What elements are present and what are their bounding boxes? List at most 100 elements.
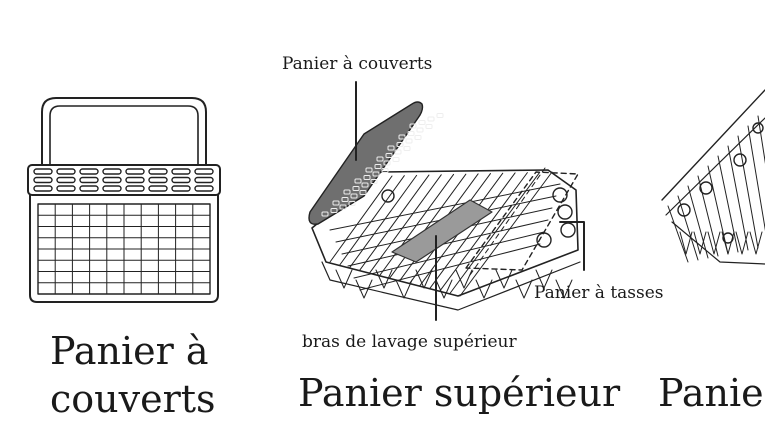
- callout-upper-spray-arm: bras de lavage supérieur: [302, 332, 517, 352]
- rim-slot: [33, 176, 53, 184]
- lower-wire: [697, 175, 719, 257]
- rim-slot: [148, 176, 168, 184]
- basket-tine: [355, 279, 373, 299]
- rim-slot: [102, 185, 122, 192]
- shelf-hole: [332, 200, 340, 206]
- lower-tine: [707, 231, 721, 255]
- rim-slot: [56, 176, 76, 184]
- basket-tine: [335, 269, 353, 289]
- shelf-hole: [361, 182, 369, 188]
- cutlery-shelf-holes: [321, 113, 444, 217]
- shelf-hole: [418, 120, 426, 125]
- rim-slot: [194, 176, 214, 184]
- basket-tine: [435, 279, 453, 299]
- callout-cutlery-basket: Panier à couverts: [282, 54, 433, 74]
- caption-cutlery-line2: couverts: [50, 377, 216, 421]
- basket-tine: [455, 269, 473, 289]
- rim-slot: [79, 185, 99, 192]
- shelf-hole: [372, 171, 380, 177]
- rim-slot: [56, 185, 76, 192]
- rim-slot: [171, 185, 191, 192]
- rim-slot: [33, 185, 53, 192]
- basket-wire: [329, 175, 393, 263]
- shelf-hole: [321, 211, 329, 217]
- callout-cup-rack: Panier à tasses: [534, 283, 664, 303]
- lower-tine: [735, 231, 749, 255]
- shelf-hole: [414, 135, 422, 140]
- lower-wire: [757, 115, 765, 165]
- rim-slot: [171, 176, 191, 184]
- cutlery-slots: [33, 168, 214, 192]
- basket-tine: [515, 279, 533, 299]
- basket-wire: [459, 171, 553, 297]
- basket-tine: [475, 279, 493, 299]
- rim-slot: [148, 185, 168, 192]
- shelf-hole: [348, 201, 356, 206]
- basket-wire: [347, 219, 549, 267]
- basket-wire: [339, 175, 405, 266]
- shelf-hole: [363, 175, 371, 180]
- shelf-hole: [359, 190, 367, 195]
- rim-slot: [79, 176, 99, 184]
- shelf-hole: [387, 145, 395, 151]
- basket-wire: [349, 174, 418, 268]
- lower-wire: [707, 165, 729, 255]
- rim-slot: [194, 168, 214, 175]
- basket-tine: [495, 269, 513, 289]
- basket-tine: [535, 269, 553, 289]
- lower-basket-wires: [667, 115, 765, 263]
- caption-upper-basket: Panier supérieur: [298, 371, 621, 415]
- rim-slot: [79, 168, 99, 175]
- cutlery-grid: [37, 203, 211, 295]
- basket-wire: [359, 174, 430, 271]
- rim-slot: [56, 168, 76, 175]
- shelf-hole: [409, 123, 417, 129]
- shelf-hole: [350, 193, 358, 199]
- lower-tine: [693, 231, 707, 255]
- shelf-hole: [403, 146, 411, 151]
- shelf-hole: [381, 168, 389, 173]
- basket-wire: [449, 171, 541, 294]
- lower-wire: [717, 155, 739, 253]
- upper-basket-illustration: [308, 81, 585, 321]
- basket-tine: [415, 269, 433, 289]
- shelf-hole: [374, 164, 382, 169]
- basket-tine: [375, 269, 393, 289]
- rim-slot: [148, 168, 168, 175]
- rim-slot: [171, 168, 191, 175]
- caption-cutlery-line1: Panier à: [50, 329, 209, 373]
- shelf-hole: [427, 116, 435, 122]
- cutlery-basket-illustration: [27, 97, 221, 303]
- basket-wire: [353, 231, 545, 279]
- shelf-hole: [396, 142, 404, 147]
- shelf-hole: [341, 197, 349, 202]
- caption-lower-basket: Panier: [658, 371, 765, 415]
- shelf-hole: [354, 178, 362, 184]
- shelf-hole: [339, 204, 347, 210]
- basket-wire: [389, 173, 467, 279]
- rim-slot: [194, 185, 214, 192]
- basket-wire: [439, 172, 528, 292]
- shelf-hole: [383, 160, 391, 166]
- shelf-hole: [405, 138, 413, 144]
- basket-wire: [359, 243, 541, 291]
- shelf-hole: [416, 127, 424, 133]
- shelf-hole: [394, 149, 402, 155]
- lower-wire: [667, 205, 689, 263]
- basket-wire: [369, 174, 442, 273]
- lower-tine: [679, 231, 693, 255]
- rim-slot: [33, 168, 53, 175]
- shelf-hole: [436, 113, 444, 118]
- shelf-hole: [385, 153, 393, 158]
- rim-slot: [125, 168, 145, 175]
- lower-wire: [677, 195, 699, 261]
- rim-slot: [125, 176, 145, 184]
- rim-slot: [102, 176, 122, 184]
- shelf-hole: [352, 186, 360, 191]
- shelf-hole: [376, 156, 384, 162]
- rim-slot: [102, 168, 122, 175]
- basket-tine: [395, 279, 413, 299]
- lower-wire: [687, 185, 709, 259]
